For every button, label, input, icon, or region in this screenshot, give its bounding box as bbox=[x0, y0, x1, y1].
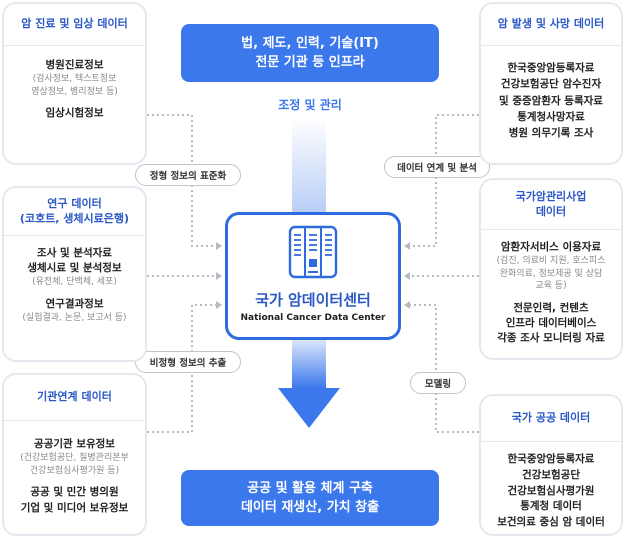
top-banner: 법, 제도, 인력, 기술(IT) 전문 기관 등 인프라 bbox=[181, 24, 439, 82]
item-main: 암환자서비스 이용자료 bbox=[500, 241, 602, 253]
server-rack-icon bbox=[288, 225, 338, 279]
card-institution-data: 기관연계 데이터 공공기관 보유정보 (건강보험공단, 질병관리본부 건강보험심… bbox=[2, 373, 147, 536]
item-sub: (검진, 의료비 지원, 호스피스 완화의료, 정보제공 및 상담 교육 등) bbox=[496, 256, 606, 292]
bottom-banner: 공공 및 활용 체계 구축 데이터 재생산, 가치 창출 bbox=[181, 470, 439, 526]
item-sub: (유전체, 단백체, 세포) bbox=[32, 277, 117, 288]
card-title: 연구 데이터 (코호트, 생체시료은행) bbox=[4, 188, 145, 236]
pill-standardization: 정형 정보의 표준화 bbox=[135, 164, 241, 186]
pill-extraction: 비정형 정보의 추출 bbox=[135, 351, 241, 373]
center-title: 국가 암데이터센터 bbox=[255, 291, 371, 309]
card-title: 기관연계 데이터 bbox=[4, 375, 145, 421]
card-title: 국가 공공 데이터 bbox=[481, 396, 621, 442]
output-arrow-shaft bbox=[292, 340, 326, 388]
item-main: 공공기관 보유정보 bbox=[34, 438, 115, 450]
coordination-arrow-shaft bbox=[292, 118, 326, 212]
top-banner-line1: 법, 제도, 인력, 기술(IT) bbox=[241, 35, 379, 51]
bottom-banner-line2: 데이터 재생산, 가치 창출 bbox=[240, 500, 380, 515]
card-research-data: 연구 데이터 (코호트, 생체시료은행) 조사 및 분석자료 생체시료 및 분석… bbox=[2, 186, 147, 362]
item-main: 한국중앙암등록자료 건강보험공단 암수진자 및 중증암환자 등록자료 통계청사망… bbox=[499, 62, 603, 140]
item-sub: (실험결과, 논문, 보고서 등) bbox=[22, 313, 127, 324]
item-sub: (검사정보, 텍스트정보 영상정보, 병리정보 등) bbox=[31, 74, 118, 97]
card-public-data: 국가 공공 데이터 한국중앙암등록자료 건강보험공단 건강보험심사평가원 통계청… bbox=[479, 394, 623, 536]
card-national-program: 국가암관리사업 데이터 암환자서비스 이용자료 (검진, 의료비 지원, 호스피… bbox=[479, 178, 623, 360]
item-main: 한국중앙암등록자료 건강보험공단 건강보험심사평가원 통계청 데이터 보건의료 … bbox=[497, 453, 605, 528]
center-subtitle: National Cancer Data Center bbox=[240, 313, 386, 323]
card-incidence-mortality: 암 발생 및 사망 데이터 한국중앙암등록자료 건강보험공단 암수진자 및 중증… bbox=[479, 2, 623, 165]
item-sub: (건강보험공단, 질병관리본부 건강보험심사평가원 등) bbox=[20, 453, 129, 476]
card-title: 암 발생 및 사망 데이터 bbox=[481, 4, 621, 46]
card-clinical-data: 암 진료 및 임상 데이터 병원진료정보 (검사정보, 텍스트정보 영상정보, … bbox=[2, 2, 147, 165]
coordination-label: 조정 및 관리 bbox=[278, 98, 342, 112]
top-banner-line2: 전문 기관 등 인프라 bbox=[255, 55, 365, 70]
item-main: 연구결과정보 bbox=[45, 298, 104, 311]
pill-modeling: 모델링 bbox=[410, 372, 466, 394]
card-title: 국가암관리사업 데이터 bbox=[481, 180, 621, 230]
bottom-banner-line1: 공공 및 활용 체계 구축 bbox=[247, 480, 373, 496]
item-main: 조사 및 분석자료 생체시료 및 분석정보 bbox=[27, 247, 122, 275]
pill-linkage: 데이터 연계 및 분석 bbox=[384, 156, 490, 178]
card-title: 암 진료 및 임상 데이터 bbox=[4, 4, 145, 46]
output-arrow-head bbox=[278, 388, 340, 428]
national-cancer-data-center: 국가 암데이터센터 National Cancer Data Center bbox=[225, 212, 401, 340]
item-main: 공공 및 민간 병의원 기업 및 미디어 보유정보 bbox=[20, 486, 129, 514]
item-main: 임상시험정보 bbox=[45, 107, 104, 120]
item-main: 병원진료정보 bbox=[45, 59, 104, 71]
item-main: 전문인력, 컨텐츠 인프라 데이터베이스 각종 조사 모니터링 자료 bbox=[497, 302, 605, 345]
